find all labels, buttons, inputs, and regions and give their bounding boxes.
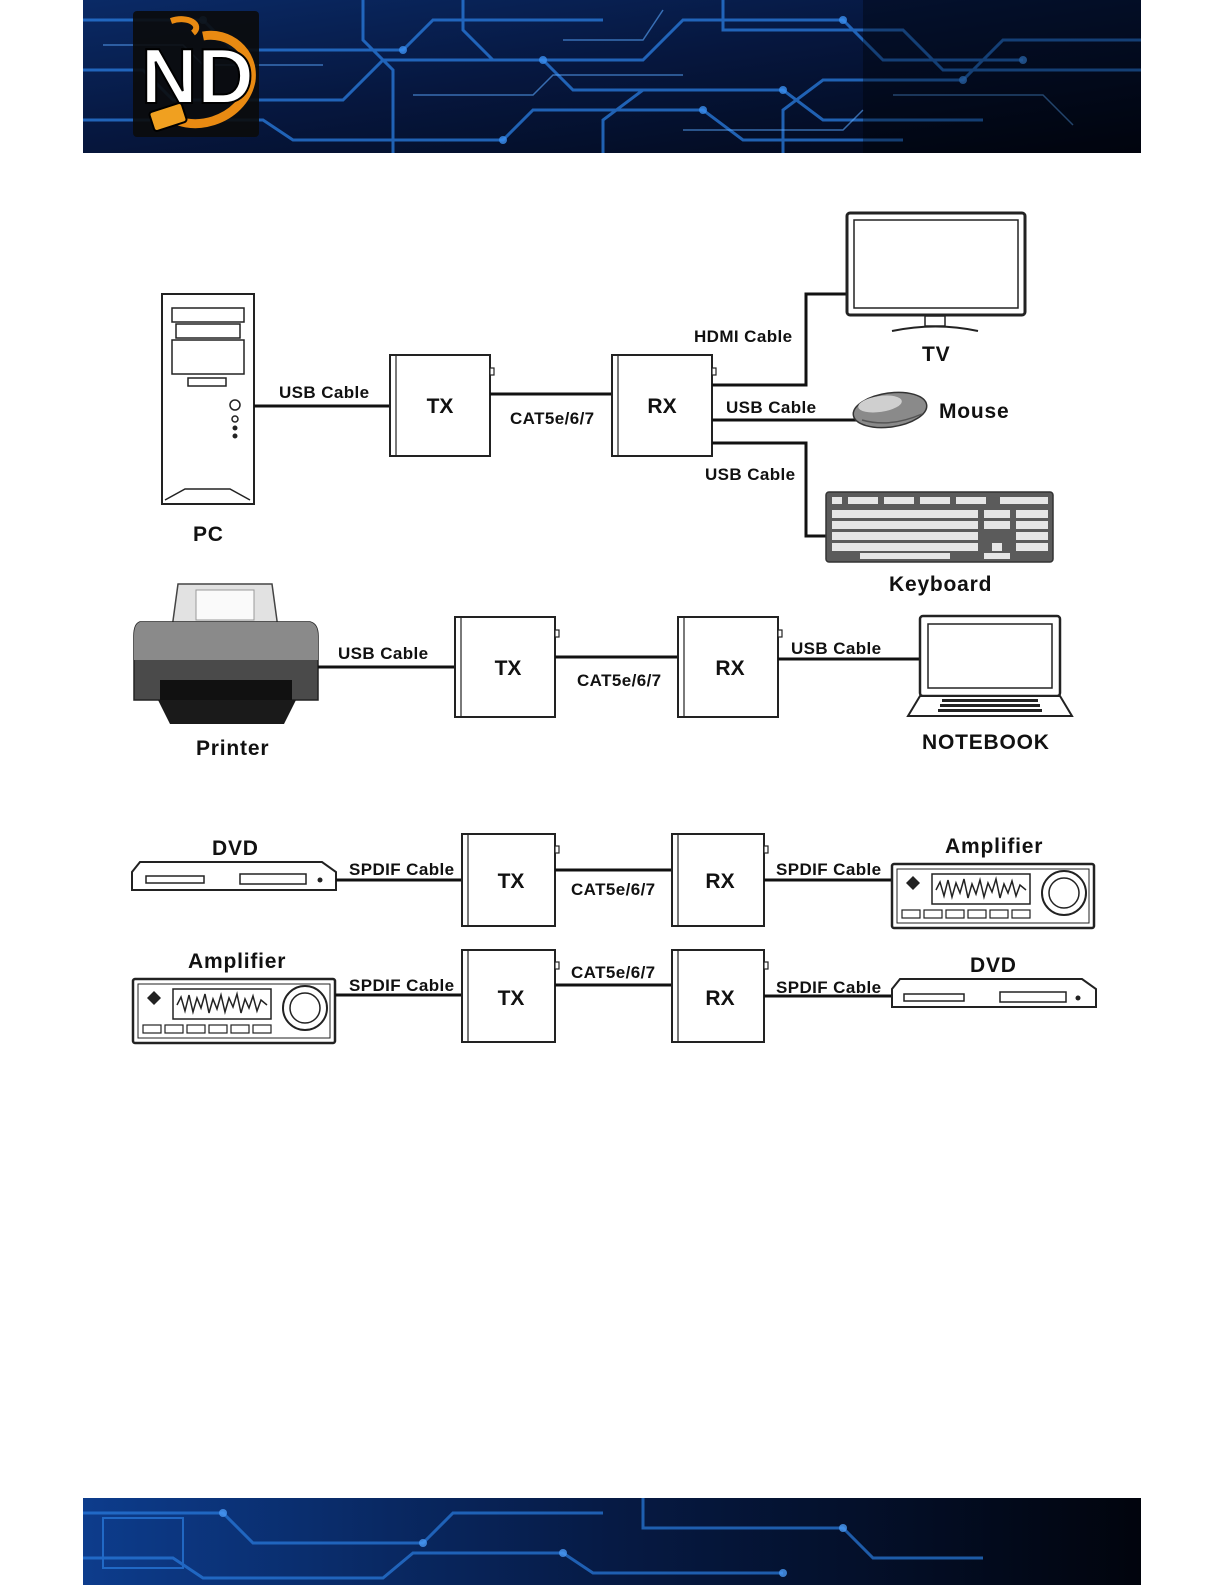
svg-text:TX: TX xyxy=(495,657,522,680)
usb-cable-keyboard-label: USB Cable xyxy=(705,465,796,484)
spdif-cable-label: SPDIF Cable xyxy=(349,860,454,879)
amplifier-label: Amplifier xyxy=(188,950,286,973)
hdmi-cable-label: HDMI Cable xyxy=(694,327,792,346)
notebook-icon xyxy=(908,616,1072,716)
printer-label: Printer xyxy=(196,737,269,760)
amplifier-label: Amplifier xyxy=(945,835,1043,858)
row4-amplifier-to-dvd: Amplifier SPDIF Cable TX CAT5e/6/7 RX SP… xyxy=(133,950,1096,1043)
usb-cable-label: USB Cable xyxy=(338,644,429,663)
tv-icon xyxy=(847,213,1025,331)
tx-box: TX xyxy=(390,355,494,456)
row1-pc-to-peripherals: PC USB Cable TX CAT5e/6/7 RX HDMI Cable … xyxy=(162,213,1053,596)
tx-box: TX xyxy=(455,617,559,717)
connection-diagram: PC USB Cable TX CAT5e/6/7 RX HDMI Cable … xyxy=(0,190,1225,1060)
svg-text:TX: TX xyxy=(498,870,525,893)
pc-label: PC xyxy=(193,523,224,546)
svg-text:RX: RX xyxy=(647,395,676,418)
rx-box: RX xyxy=(672,834,768,926)
row3-dvd-to-amplifier: DVD SPDIF Cable TX CAT5e/6/7 RX SPDIF Ca… xyxy=(132,834,1094,928)
svg-text:ND: ND xyxy=(141,32,254,120)
tx-box: TX xyxy=(462,950,559,1042)
dvd-player-icon xyxy=(892,979,1096,1007)
keyboard-label: Keyboard xyxy=(889,573,992,596)
nd-logo-icon: ND xyxy=(133,11,259,137)
svg-text:TX: TX xyxy=(427,395,454,418)
notebook-label: NOTEBOOK xyxy=(922,731,1050,754)
rx-box: RX xyxy=(678,617,782,717)
rx-box: RX xyxy=(672,950,768,1042)
spdif-cable-label: SPDIF Cable xyxy=(349,976,454,995)
amplifier-icon xyxy=(892,864,1094,928)
spdif-cable-label: SPDIF Cable xyxy=(776,860,881,879)
tx-box: TX xyxy=(462,834,559,926)
usb-cable-mouse-label: USB Cable xyxy=(726,398,817,417)
svg-text:RX: RX xyxy=(715,657,744,680)
dvd-label: DVD xyxy=(212,837,259,860)
keyboard-icon xyxy=(826,492,1053,562)
printer-icon xyxy=(134,584,318,724)
dvd-player-icon xyxy=(132,862,336,890)
cat-cable-label: CAT5e/6/7 xyxy=(571,880,656,899)
tv-label: TV xyxy=(922,343,950,366)
spdif-cable-label: SPDIF Cable xyxy=(776,978,881,997)
cat-cable-label: CAT5e/6/7 xyxy=(510,409,595,428)
usb-cable-label: USB Cable xyxy=(791,639,882,658)
footer-banner xyxy=(83,1498,1141,1585)
svg-text:RX: RX xyxy=(705,987,734,1010)
dvd-label: DVD xyxy=(970,954,1017,977)
pc-tower-icon xyxy=(162,294,254,504)
usb-cable-label: USB Cable xyxy=(279,383,370,402)
mouse-label: Mouse xyxy=(939,400,1010,423)
cat-cable-label: CAT5e/6/7 xyxy=(571,963,656,982)
row2-printer-to-notebook: Printer USB Cable TX CAT5e/6/7 RX USB Ca… xyxy=(134,584,1072,760)
amplifier-icon xyxy=(133,979,335,1043)
svg-text:RX: RX xyxy=(705,870,734,893)
mouse-icon xyxy=(851,388,929,432)
rx-box: RX xyxy=(612,355,716,456)
svg-text:TX: TX xyxy=(498,987,525,1010)
circuit-board-background xyxy=(83,1498,1141,1585)
cat-cable-label: CAT5e/6/7 xyxy=(577,671,662,690)
usb-cable-keyboard-line xyxy=(712,443,826,536)
